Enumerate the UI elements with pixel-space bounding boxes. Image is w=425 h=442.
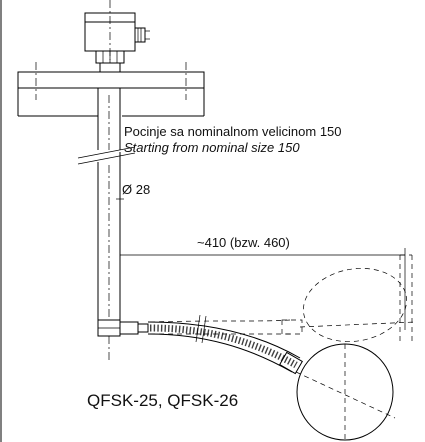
float-alternate-position — [149, 268, 416, 342]
enclosure-head — [84, 0, 150, 72]
diameter-label: Ø 28 — [122, 182, 150, 197]
float-ball — [279, 343, 396, 441]
nominal-size-note-sr: Pocinje sa nominalnom velicinom 150 — [124, 124, 342, 139]
mounting-flange — [17, 62, 205, 117]
nominal-size-note-en: Starting from nominal size 150 — [124, 140, 300, 155]
length-dimension — [120, 248, 413, 345]
diameter-dimension — [116, 176, 124, 200]
length-label: ~410 (bzw. 460) — [197, 235, 290, 250]
model-label: QFSK-25, QFSK-26 — [87, 391, 238, 410]
rod-end-fitting — [97, 319, 149, 337]
braided-hose — [147, 314, 301, 373]
